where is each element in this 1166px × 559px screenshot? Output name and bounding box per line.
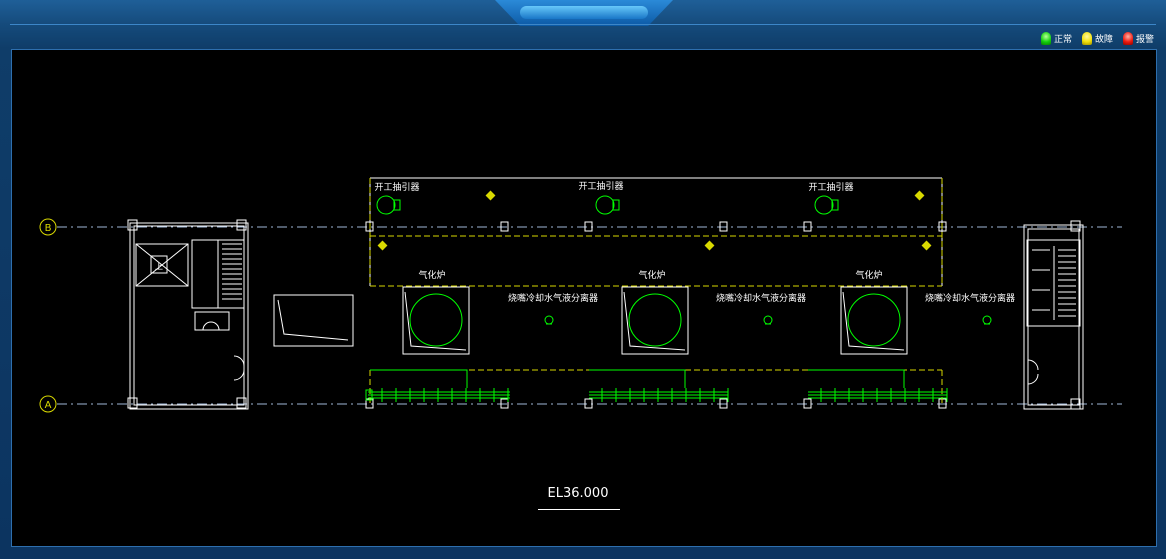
green-pipe-rack-2: [589, 388, 729, 402]
gasifier-3: 气化炉: [840, 269, 908, 355]
axis-marker-a: [39, 395, 57, 413]
header-tab-highlight: [520, 6, 648, 19]
floor-plan-canvas: B A: [11, 49, 1157, 547]
green-status-lamp-icon: [1040, 32, 1051, 45]
green-pipe-rack-3: [808, 388, 948, 402]
red-status-lamp-icon: [1122, 32, 1133, 45]
header-divider: [10, 24, 1156, 25]
floor-plan-drawing: B A: [39, 177, 1122, 413]
elevation-underline: [538, 509, 620, 510]
legend-normal-label: 正常: [1053, 35, 1072, 45]
legend-alarm: 报警: [1122, 32, 1154, 45]
legend-normal: 正常: [1040, 32, 1072, 45]
lower-pipe-bay: [369, 369, 943, 404]
axis-label-b: B: [45, 223, 52, 234]
yellow-status-lamp-icon: [1081, 32, 1092, 45]
separator-1-label: 烧嘴冷却水气液分离器: [508, 292, 598, 304]
right-stair-core: [1023, 220, 1084, 410]
separator-2-label: 烧嘴冷却水气液分离器: [716, 292, 806, 304]
axis-label-a: A: [45, 400, 52, 411]
startup-ejector-2: 开工抽引器: [578, 180, 624, 215]
green-pipe-rack-1: [365, 388, 510, 402]
gasifier-2: 气化炉: [621, 269, 689, 355]
axis-marker-b: [39, 218, 57, 236]
startup-ejector-3-label: 开工抽引器: [808, 181, 853, 193]
burner-coolant-separator-3: 烧嘴冷却水气液分离器: [925, 292, 1015, 325]
separator-3-label: 烧嘴冷却水气液分离器: [925, 292, 1015, 304]
status-legend: 正常 故障 报警: [1040, 32, 1154, 45]
fire-detector-markers: [377, 190, 932, 251]
structural-columns: [365, 221, 947, 409]
startup-ejector-1-label: 开工抽引器: [374, 181, 419, 193]
legend-fault-label: 故障: [1094, 35, 1113, 45]
gasifier-1-label: 气化炉: [418, 269, 445, 281]
startup-ejector-2-label: 开工抽引器: [578, 180, 623, 192]
startup-ejector-3: 开工抽引器: [808, 181, 854, 215]
upper-equipment-bay: [369, 177, 943, 287]
legend-fault: 故障: [1081, 32, 1113, 45]
gasifier-1: 气化炉: [402, 269, 470, 355]
control-cabinet: [273, 294, 354, 347]
gasifier-3-label: 气化炉: [855, 269, 882, 281]
gasifier-2-label: 气化炉: [638, 269, 665, 281]
stair-up-label: 上: [155, 262, 163, 271]
left-stair-core: [127, 219, 249, 410]
burner-coolant-separator-2: 烧嘴冷却水气液分离器: [716, 292, 806, 325]
legend-alarm-label: 报警: [1135, 35, 1154, 45]
startup-ejector-1: 开工抽引器: [374, 181, 420, 215]
burner-coolant-separator-1: 烧嘴冷却水气液分离器: [508, 292, 598, 325]
elevation-label: EL36.000: [547, 486, 609, 501]
elevator-shaft: [135, 243, 189, 287]
